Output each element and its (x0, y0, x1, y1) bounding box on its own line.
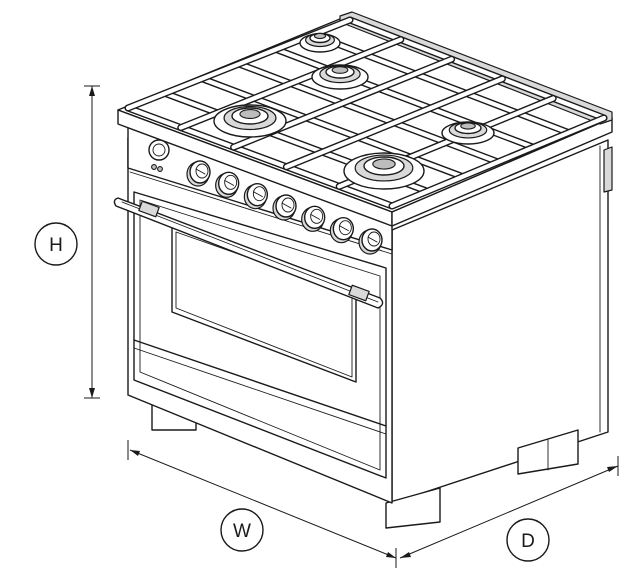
width-label-circle (220, 508, 264, 552)
height-label: H (49, 235, 63, 256)
grate-bar (388, 114, 608, 210)
grate-bar (124, 104, 396, 210)
grate-bar (346, 16, 608, 122)
control-dial (148, 139, 170, 172)
control-knob (215, 171, 240, 198)
control-knob (186, 160, 211, 187)
width-dimension: W (127, 440, 397, 568)
control-knob (272, 194, 297, 221)
height-dimension: H (34, 85, 100, 399)
depth-dimension: D (399, 456, 619, 562)
depth-label: D (521, 531, 535, 552)
range-feet (151, 403, 579, 529)
cooktop-grates (124, 16, 608, 210)
grate-bar (235, 60, 502, 166)
control-knob (358, 228, 383, 255)
control-knob (329, 216, 355, 244)
depth-label-circle (506, 518, 550, 562)
burner (311, 64, 369, 90)
burner (441, 121, 495, 145)
grate-bar (198, 75, 467, 181)
burner (299, 32, 341, 53)
control-knob (301, 205, 326, 232)
width-label: W (233, 521, 251, 542)
grate-bar (282, 75, 506, 171)
cooktop-burners (213, 32, 495, 190)
grate-bar (309, 31, 573, 137)
grate-bar (177, 36, 405, 132)
control-knobs (186, 160, 383, 255)
burner (213, 104, 287, 138)
control-knob (243, 182, 269, 210)
height-label-circle (34, 222, 78, 266)
oven-handle (113, 197, 384, 309)
burner (343, 152, 425, 190)
